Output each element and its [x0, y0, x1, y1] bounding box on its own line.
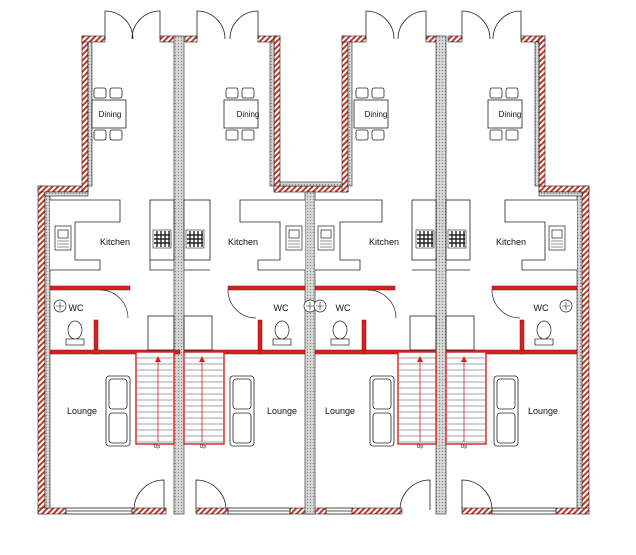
dining-sets — [91, 87, 523, 141]
sofa-seat — [108, 412, 128, 444]
unit-4-wc-label: WC — [534, 303, 549, 313]
staircase-unit-4 — [445, 351, 487, 445]
dining-chair — [489, 129, 503, 141]
sofa-unit-3 — [369, 375, 395, 447]
unit-3-kitchen-label: Kitchen — [369, 237, 399, 247]
dining-chair — [109, 129, 123, 141]
stair-outline — [445, 351, 487, 445]
sink-drainers — [57, 240, 563, 248]
rear-walls — [159, 35, 463, 43]
sofa-seat — [232, 412, 252, 444]
dining-set-unit-2 — [223, 87, 259, 141]
dining-chair — [355, 129, 369, 141]
stair-frames — [147, 315, 475, 351]
dining-chair — [371, 87, 385, 99]
staircase-unit-3 — [397, 351, 437, 445]
unit-1-dining-label: Dining — [99, 110, 122, 119]
front-doors — [133, 479, 493, 511]
unit-4-lounge-label: Lounge — [528, 406, 558, 416]
outer-walls — [37, 35, 590, 515]
sofa-unit-1 — [105, 375, 131, 447]
hob-grids — [154, 231, 465, 247]
wc-fixtures — [53, 299, 573, 346]
stair-outline — [397, 351, 437, 445]
dining-chair — [489, 87, 503, 99]
wc-partitions — [49, 285, 578, 355]
staircases — [135, 351, 487, 445]
party-walls — [44, 35, 583, 515]
dining-set-unit-4 — [487, 87, 523, 141]
sofa-unit-2 — [229, 375, 255, 447]
unit-4-kitchen-label: Kitchen — [496, 237, 526, 247]
unit-1-wc-label: WC — [69, 303, 84, 313]
unit-2-dining-label: Dining — [237, 110, 260, 119]
basin-taps — [56, 302, 570, 310]
unit-3-dining-label: Dining — [365, 110, 388, 119]
stair-outline — [135, 351, 175, 445]
stair-arrow-icon — [155, 356, 161, 362]
dining-chair — [241, 129, 255, 141]
dining-chair — [505, 87, 519, 99]
unit-4-stair-up-label: Up — [461, 444, 468, 450]
dining-table — [91, 99, 127, 129]
unit-1-stair-up-label: Up — [154, 444, 161, 450]
dining-chair — [241, 87, 255, 99]
dining-set-unit-1 — [91, 87, 127, 141]
dining-table — [353, 99, 389, 129]
sofa-seat — [372, 378, 392, 410]
stair-arrow-icon — [199, 356, 205, 362]
unit-1-lounge-label: Lounge — [67, 406, 97, 416]
dining-chair — [225, 129, 239, 141]
dining-chair — [109, 87, 123, 99]
sofa-unit-4 — [493, 375, 519, 447]
unit-1-kitchen-label: Kitchen — [100, 237, 130, 247]
unit-3-stair-up-label: Up — [417, 444, 424, 450]
unit-4-dining-label: Dining — [499, 110, 522, 119]
dining-chair — [93, 129, 107, 141]
dining-table — [223, 99, 259, 129]
wc-doors — [99, 289, 521, 319]
sofa-seat — [232, 378, 252, 410]
kitchen-counters — [50, 199, 577, 271]
unit-2-wc-label: WC — [274, 303, 289, 313]
dining-set-unit-3 — [353, 87, 389, 141]
staircase-unit-2 — [183, 351, 225, 445]
front-windows — [65, 507, 557, 515]
sofa-seat — [108, 378, 128, 410]
unit-2-lounge-label: Lounge — [267, 406, 297, 416]
dining-table — [487, 99, 523, 129]
rear-doors — [104, 10, 522, 40]
dining-chair — [225, 87, 239, 99]
lounge-sofas — [105, 375, 519, 447]
dining-chair — [505, 129, 519, 141]
dining-chair — [355, 87, 369, 99]
unit-2-stair-up-label: Up — [200, 444, 207, 450]
sofa-seat — [496, 378, 516, 410]
dining-chair — [93, 87, 107, 99]
staircase-unit-1 — [135, 351, 175, 445]
stair-arrow-icon — [461, 356, 467, 362]
dining-chair — [371, 129, 385, 141]
unit-3-wc-label: WC — [336, 303, 351, 313]
unit-2-kitchen-label: Kitchen — [228, 237, 258, 247]
stair-arrow-icon — [417, 356, 423, 362]
sofa-seat — [372, 412, 392, 444]
stair-outline — [183, 351, 225, 445]
sofa-seat — [496, 412, 516, 444]
unit-3-lounge-label: Lounge — [325, 406, 355, 416]
room-labels: Dining Kitchen WC Lounge Up Dining Kitch… — [67, 110, 558, 450]
